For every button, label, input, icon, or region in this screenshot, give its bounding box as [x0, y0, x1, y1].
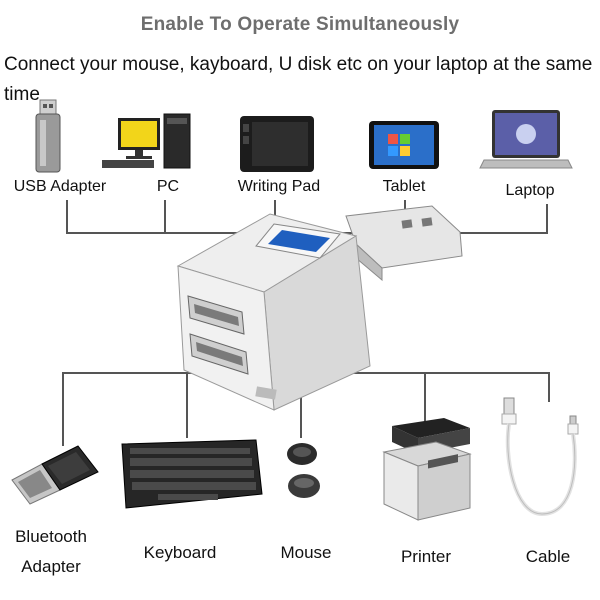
usb-hub-icon	[176, 205, 463, 411]
top-label-writing-pad: Writing Pad	[237, 178, 321, 195]
bottom-drop-line	[186, 372, 188, 438]
top-label-laptop: Laptop	[505, 182, 555, 199]
bottom-drop-line	[424, 372, 426, 422]
bottom-label-bluetooth-line1: Bluetooth	[15, 527, 87, 546]
bottom-drop-line	[300, 372, 302, 438]
bottom-label-keyboard: Keyboard	[143, 543, 217, 562]
page-subtitle: Connect your mouse, kayboard, U disk etc…	[4, 54, 593, 105]
mouse-icon	[287, 443, 320, 498]
bottom-label-printer: Printer	[400, 547, 452, 566]
bottom-label-bluetooth-adapter: Bluetooth Adapter	[0, 522, 102, 582]
usb-flash-drive-icon	[35, 99, 61, 173]
bottom-label-cable: Cable	[525, 547, 571, 566]
top-label-tablet: Tablet	[382, 178, 426, 195]
bottom-label-bluetooth-line2: Adapter	[21, 557, 81, 576]
bluetooth-adapter-icon	[11, 445, 99, 505]
top-label-usb-adapter: USB Adapter	[13, 178, 107, 195]
bottom-drop-line	[62, 372, 64, 446]
top-drop-line	[164, 200, 166, 234]
top-drop-line	[546, 204, 548, 234]
bottom-label-mouse: Mouse	[280, 543, 332, 562]
printer-icon	[382, 418, 472, 521]
desktop-pc-icon	[102, 113, 191, 169]
writing-pad-icon	[240, 116, 314, 172]
top-label-pc: PC	[156, 178, 180, 195]
tablet-icon	[369, 121, 439, 169]
page-title: Enable To Operate Simultaneously	[140, 14, 460, 35]
bottom-drop-line	[548, 372, 550, 402]
top-drop-line	[66, 200, 68, 234]
keyboard-icon	[121, 439, 263, 509]
usb-cable-icon	[501, 397, 579, 517]
laptop-icon	[479, 110, 573, 169]
